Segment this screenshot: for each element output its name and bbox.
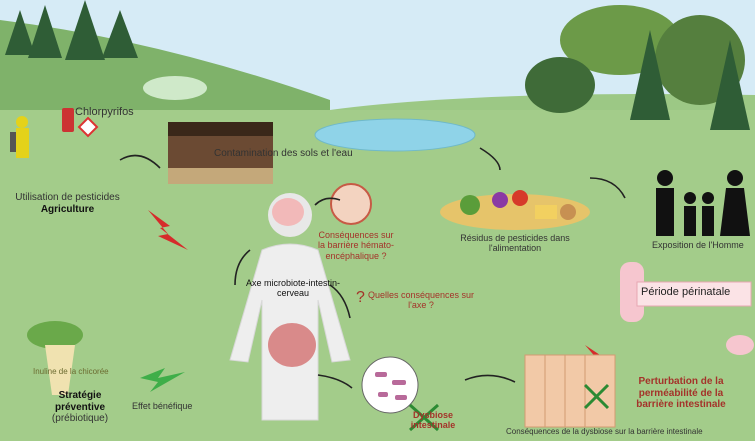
quelles-line1: Quelles conséquences sur <box>366 290 476 300</box>
microbiota-icon <box>362 357 418 413</box>
label-dysbiose: Dysbiose intestinale <box>398 410 468 431</box>
utilisation-line: Utilisation de pesticides <box>5 192 130 204</box>
bottle-icon <box>62 108 74 132</box>
label-effet: Effet bénéfique <box>132 401 192 411</box>
axe-line2: cerveau <box>228 288 358 298</box>
brain-icon <box>272 198 304 226</box>
label-utilisation: Utilisation de pesticides Agriculture <box>5 192 130 215</box>
perturbation-line2: perméabilité de la <box>622 388 740 400</box>
residus-line1: Résidus de pesticides dans <box>450 233 580 243</box>
gut-icon <box>268 323 316 367</box>
strategie-line2: préventive <box>35 402 125 414</box>
barriere-line2: la barrière hémato- <box>310 240 402 250</box>
perturbation-line3: barrière intestinale <box>622 399 740 411</box>
label-chlorpyrifos: Chlorpyrifos <box>75 106 134 119</box>
label-perinatale: Période périnatale <box>641 286 730 299</box>
label-axe: Axe microbiote-intestin- cerveau <box>228 278 358 299</box>
label-strategie: Stratégie préventive (prébiotique) <box>35 390 125 425</box>
baby-icon <box>726 335 754 355</box>
axe-line1: Axe microbiote-intestin- <box>228 278 358 288</box>
label-perturbation: Perturbation de la perméabilité de la ba… <box>622 376 740 411</box>
label-quelles: Quelles conséquences sur l'axe ? <box>366 290 476 311</box>
barrier-icon <box>331 184 371 224</box>
label-contamination: Contamination des sols et l'eau <box>214 148 353 160</box>
agriculture-line: Agriculture <box>5 204 130 216</box>
label-residus: Résidus de pesticides dans l'alimentatio… <box>450 233 580 254</box>
label-exposition: Exposition de l'Homme <box>652 240 744 250</box>
pond <box>315 119 475 151</box>
dysbiose-line1: Dysbiose <box>398 410 468 420</box>
label-barriere: Conséquences sur la barrière hémato- enc… <box>310 230 402 261</box>
barriere-line1: Conséquences sur <box>310 230 402 240</box>
quelles-line2: l'axe ? <box>366 300 476 310</box>
barriere-line3: encéphalique ? <box>310 251 402 261</box>
label-consequences-dysbiose: Conséquences de la dysbiose sur la barri… <box>506 427 703 436</box>
dysbiose-line2: intestinale <box>398 420 468 430</box>
small-pond <box>143 76 207 100</box>
label-inuline: Inuline de la chicorée <box>33 367 109 376</box>
perturbation-line1: Perturbation de la <box>622 376 740 388</box>
strategie-line3: (prébiotique) <box>35 413 125 425</box>
strategie-line1: Stratégie <box>35 390 125 402</box>
residus-line2: l'alimentation <box>450 243 580 253</box>
